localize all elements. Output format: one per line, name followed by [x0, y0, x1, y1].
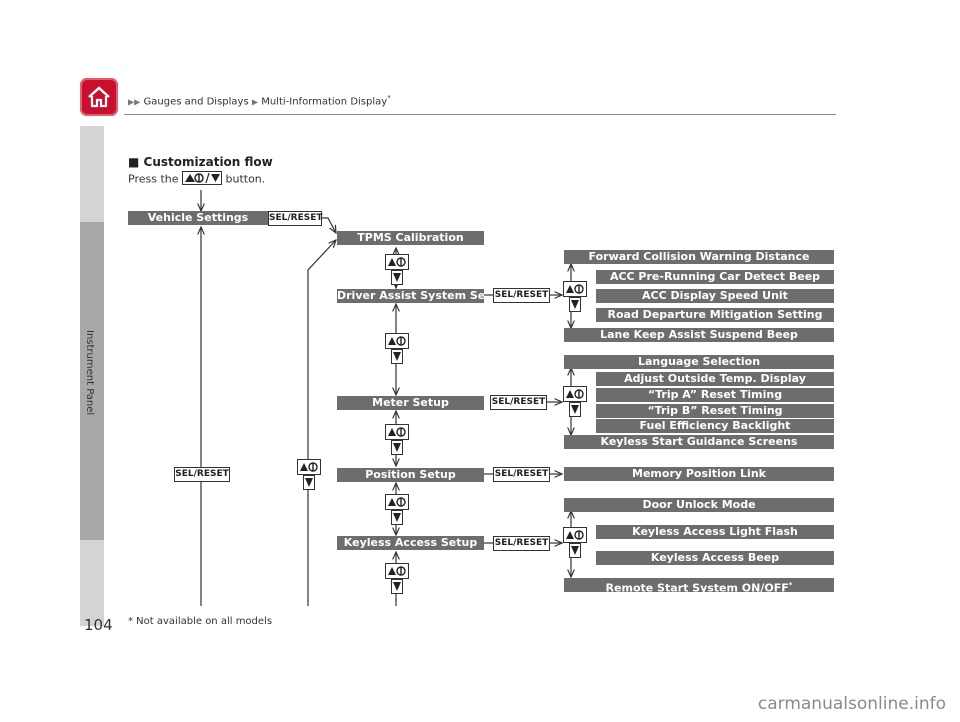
instruction-line: Press the button.	[128, 171, 265, 188]
page-number: 104	[84, 616, 113, 634]
option-trip-b-reset[interactable]: “Trip B” Reset Timing	[596, 404, 834, 418]
option-language-selection[interactable]: Language Selection	[564, 355, 834, 369]
menu-keyless-access-setup[interactable]: Keyless Access Setup	[337, 536, 484, 550]
menu-position-setup[interactable]: Position Setup	[337, 468, 484, 482]
breadcrumb-item[interactable]: Multi-Information Display	[261, 96, 388, 108]
option-lane-keep-beep[interactable]: Lane Keep Assist Suspend Beep	[564, 328, 834, 342]
menu-tpms-calibration[interactable]: TPMS Calibration	[337, 231, 484, 245]
up-down-icon	[385, 333, 409, 364]
section-marker: ■	[128, 155, 140, 169]
breadcrumb-arrow-icon: ▶	[251, 97, 259, 107]
option-door-unlock-mode[interactable]: Door Unlock Mode	[564, 498, 834, 512]
option-keyless-guidance[interactable]: Keyless Start Guidance Screens	[564, 435, 834, 449]
breadcrumb-item[interactable]: Gauges and Displays	[143, 96, 249, 108]
option-road-departure[interactable]: Road Departure Mitigation Setting	[596, 308, 834, 322]
option-keyless-light-flash[interactable]: Keyless Access Light Flash	[596, 525, 834, 539]
sel-reset-button[interactable]: SEL/RESET	[493, 288, 550, 303]
asterisk: *	[387, 94, 391, 102]
option-remote-start-label: Remote Start System ON/OFF	[605, 581, 789, 592]
option-acc-pre-running-beep[interactable]: ACC Pre-Running Car Detect Beep	[596, 270, 834, 284]
option-outside-temp[interactable]: Adjust Outside Temp. Display	[596, 372, 834, 386]
up-down-icon	[563, 386, 587, 417]
up-down-icon	[563, 527, 587, 558]
section-title-text: Customization flow	[143, 155, 273, 169]
footnote: * Not available on all models	[128, 616, 273, 627]
up-down-icon	[385, 563, 409, 594]
sidebar-strip-top	[80, 126, 104, 222]
option-remote-start[interactable]: Remote Start System ON/OFF*	[564, 578, 834, 592]
sidebar-strip-bottom	[80, 540, 104, 626]
sel-reset-button[interactable]: SEL/RESET	[174, 467, 230, 482]
up-down-icon	[385, 254, 409, 285]
up-down-icon	[385, 424, 409, 455]
option-keyless-beep[interactable]: Keyless Access Beep	[596, 551, 834, 565]
header-rule	[124, 114, 836, 115]
menu-vehicle-settings[interactable]: Vehicle Settings	[128, 211, 268, 225]
asterisk: *	[788, 581, 793, 589]
sel-reset-button[interactable]: SEL/RESET	[490, 395, 547, 410]
menu-driver-assist-setup[interactable]: Driver Assist System Setup	[337, 289, 484, 303]
up-down-icon	[563, 281, 587, 312]
option-memory-position-link[interactable]: Memory Position Link	[564, 467, 834, 481]
home-button[interactable]	[80, 78, 118, 116]
press-after: button.	[225, 172, 266, 186]
option-forward-collision-distance[interactable]: Forward Collision Warning Distance	[564, 250, 834, 264]
sel-reset-button[interactable]: SEL/RESET	[268, 211, 323, 226]
sel-reset-button[interactable]: SEL/RESET	[493, 536, 550, 551]
option-acc-speed-unit[interactable]: ACC Display Speed Unit	[596, 289, 834, 303]
up-down-icon	[297, 459, 321, 490]
option-trip-a-reset[interactable]: “Trip A” Reset Timing	[596, 388, 834, 402]
volume-up-down-icon	[182, 171, 222, 188]
up-down-icon	[385, 494, 409, 525]
press-before: Press the	[128, 172, 179, 186]
breadcrumb: ▶▶ Gauges and Displays ▶ Multi-Informati…	[128, 94, 391, 107]
breadcrumb-arrow-icon: ▶▶	[128, 97, 141, 107]
menu-meter-setup[interactable]: Meter Setup	[337, 396, 484, 410]
option-fuel-backlight[interactable]: Fuel Efficiency Backlight	[596, 419, 834, 433]
sidebar-label: Instrument Panel	[84, 330, 95, 416]
home-icon	[88, 86, 110, 108]
section-title: ■ Customization flow	[128, 155, 273, 169]
sidebar-tab[interactable]	[80, 222, 104, 540]
sel-reset-button[interactable]: SEL/RESET	[493, 467, 550, 482]
watermark: carmanualsonline.info	[757, 694, 946, 714]
